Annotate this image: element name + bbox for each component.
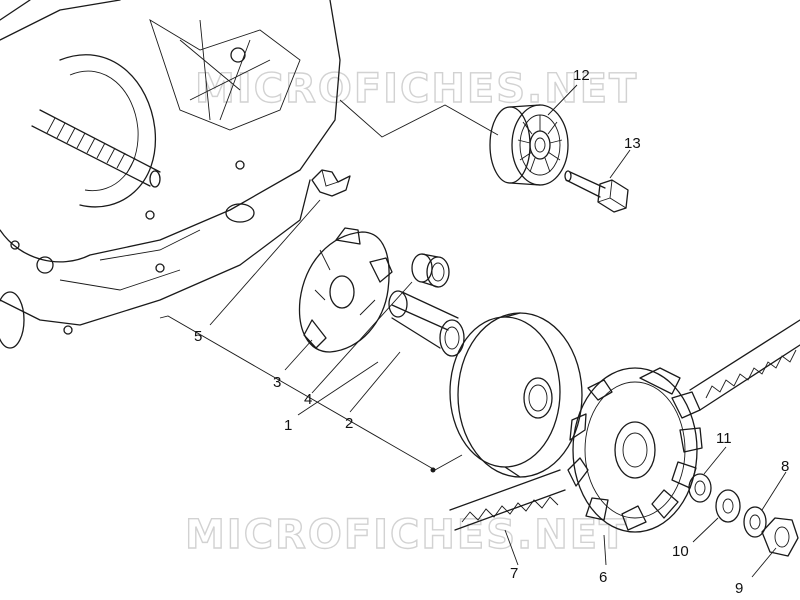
callout-5: 5 — [194, 328, 202, 345]
part-5-slider-clip — [311, 169, 351, 197]
part-9-nut — [761, 517, 799, 557]
part-1-movable-pulley — [449, 312, 583, 478]
leader-lines — [209, 84, 787, 578]
assembly-dot — [430, 467, 436, 473]
callout-4: 4 — [304, 391, 312, 408]
part-7-drive-belt — [449, 319, 800, 531]
part-11-washer — [688, 473, 712, 503]
part-8-washer — [743, 506, 767, 538]
callout-3: 3 — [273, 374, 281, 391]
splined-shaft — [31, 109, 161, 188]
callout-6: 6 — [599, 569, 607, 586]
bolt-hole — [145, 210, 155, 220]
bolt-hole — [230, 47, 246, 63]
crankcase — [0, 0, 341, 349]
callout-9: 9 — [735, 580, 743, 597]
watermark-top: MICROFICHES.NET — [195, 66, 638, 112]
part-3-ramp-plate — [298, 227, 393, 353]
bolt-hole — [155, 263, 165, 273]
watermark-bottom: MICROFICHES.NET — [185, 512, 628, 558]
part-13-bolt — [564, 170, 629, 213]
callout-7: 7 — [510, 565, 518, 582]
part-10-washer — [715, 489, 741, 523]
part-4-bushing — [411, 253, 450, 288]
bolt-hole — [10, 240, 20, 250]
callout-1: 1 — [284, 417, 292, 434]
part-12-roller-bearing — [489, 104, 569, 186]
callout-10: 10 — [672, 543, 689, 560]
bolt-hole — [63, 325, 73, 335]
bolt-hole — [36, 256, 54, 274]
assembly-bracket — [159, 315, 463, 471]
callout-12: 12 — [573, 67, 590, 84]
housing-opening — [0, 291, 25, 349]
callouts: 12 13 5 3 4 2 1 6 7 11 10 8 9 — [194, 67, 789, 597]
leader-12-bracket — [339, 99, 499, 138]
boss — [225, 203, 255, 223]
callout-11: 11 — [716, 430, 732, 447]
bolt-hole — [235, 160, 245, 170]
part-6-fan-pulley — [567, 367, 703, 533]
callout-8: 8 — [781, 458, 789, 475]
callout-13: 13 — [624, 135, 641, 152]
callout-2: 2 — [345, 415, 353, 432]
part-2-sleeve — [388, 290, 465, 357]
